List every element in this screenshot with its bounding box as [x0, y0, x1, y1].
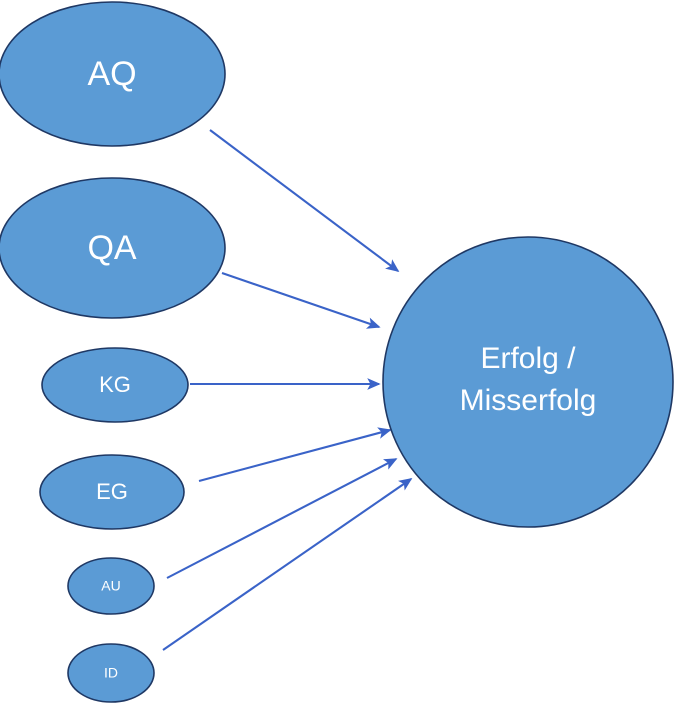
edge-eg-to-outcome[interactable]	[198, 427, 392, 483]
node-outcome-circle[interactable]	[382, 236, 674, 528]
node-id[interactable]: ID	[67, 643, 155, 703]
node-kg-label: KG	[99, 372, 131, 397]
node-outcome-label-line2: Misserfolg	[460, 384, 597, 417]
node-kg-ellipse[interactable]	[41, 347, 189, 423]
node-kg[interactable]: KG	[41, 347, 189, 423]
edge-qa-to-outcome[interactable]	[221, 272, 381, 329]
node-au-label: AU	[101, 578, 120, 594]
node-aq-label: AQ	[87, 55, 136, 93]
node-qa-label: QA	[87, 229, 136, 267]
node-eg[interactable]: EG	[39, 454, 185, 530]
edge-au-to-outcome[interactable]	[166, 458, 398, 579]
node-au-ellipse[interactable]	[67, 557, 155, 615]
node-aq-ellipse[interactable]	[0, 1, 226, 147]
node-id-label: ID	[104, 665, 118, 681]
node-eg-ellipse[interactable]	[39, 454, 185, 530]
edge-group	[162, 129, 413, 651]
node-aq[interactable]: AQ	[0, 1, 226, 147]
edge-aq-to-outcome[interactable]	[209, 129, 400, 273]
node-outcome[interactable]: Erfolg / Misserfolg	[382, 236, 674, 528]
node-au[interactable]: AU	[67, 557, 155, 615]
node-id-ellipse[interactable]	[67, 643, 155, 703]
node-qa-ellipse[interactable]	[0, 177, 226, 319]
node-qa[interactable]: QA	[0, 177, 226, 319]
node-eg-label: EG	[96, 479, 128, 504]
edge-id-to-outcome[interactable]	[162, 478, 413, 651]
node-outcome-label-line1: Erfolg /	[480, 342, 576, 375]
